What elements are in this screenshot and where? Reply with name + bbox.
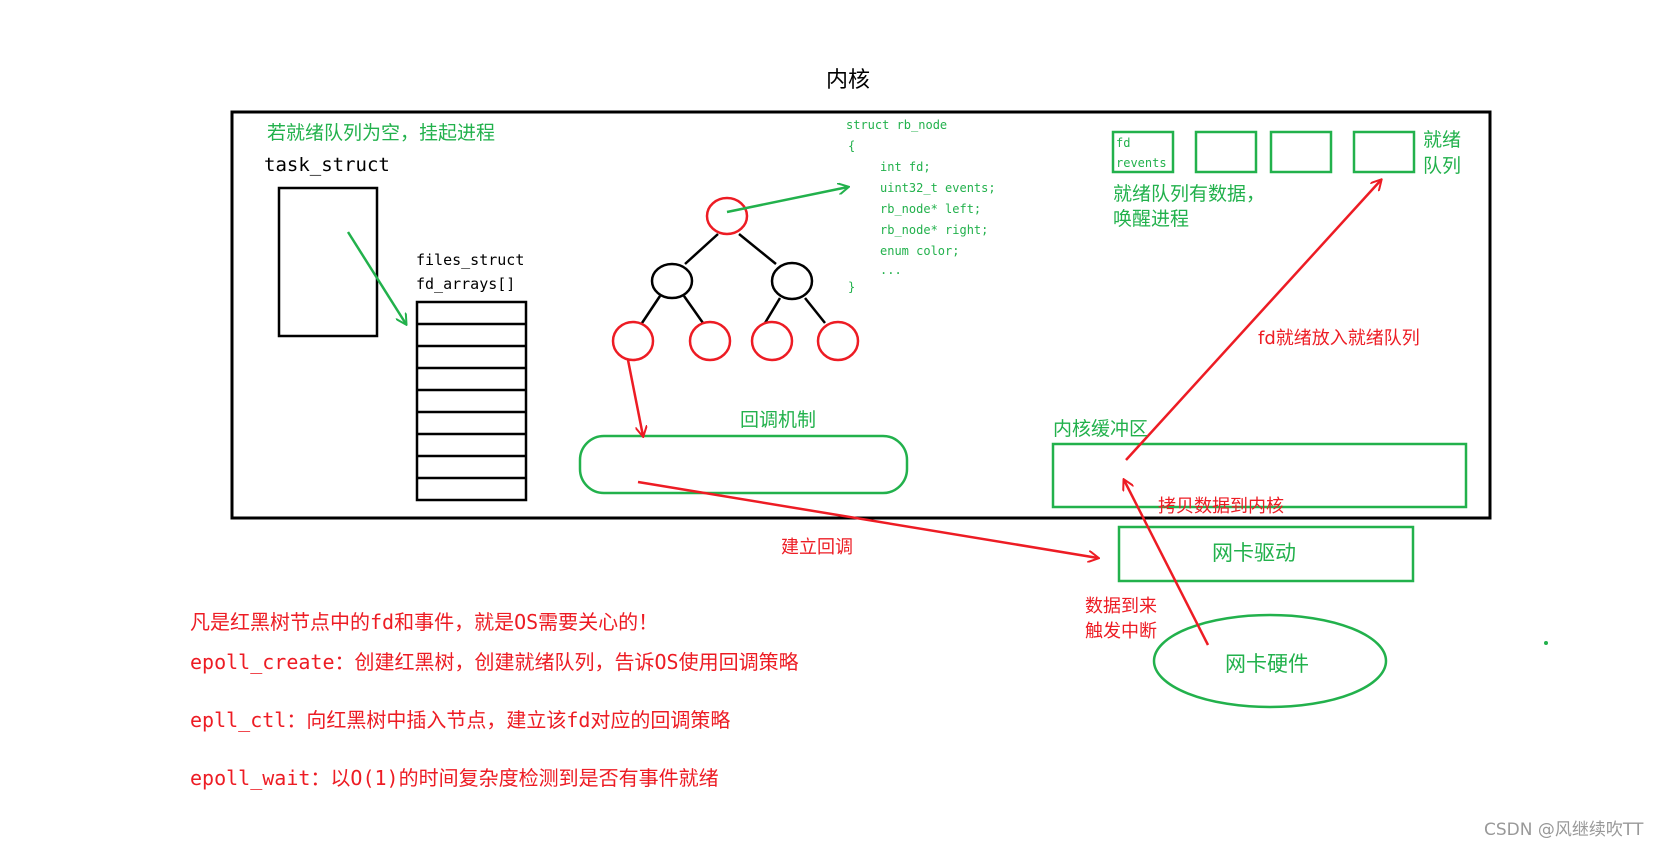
- nic-driver-box: [1117, 525, 1415, 583]
- code-line: uint32_t events;: [880, 181, 996, 195]
- build-callback-label: 建立回调: [781, 537, 853, 558]
- wake-note-line1: 就绪队列有数据，: [1113, 183, 1266, 205]
- ready-queue-cell: [1269, 130, 1333, 174]
- note-epoll-wait: epoll_wait：以O(1)的时间复杂度检测到是否有事件就绪: [190, 766, 719, 790]
- code-line: int fd;: [880, 160, 931, 174]
- rb-tree-node: [650, 262, 694, 300]
- fd-ready-label: fd就绪放入就绪队列: [1258, 328, 1420, 349]
- rb-tree-leaf-node: [611, 320, 655, 362]
- nic-hardware-label: 网卡硬件: [1225, 652, 1309, 676]
- task-struct-label: task_struct: [264, 154, 390, 176]
- ready-queue-cell: [1111, 130, 1175, 174]
- callback-mechanism-shape: [578, 434, 909, 495]
- data-arrive-line2: 触发中断: [1085, 621, 1157, 642]
- leaf-to-callback-arrow: [626, 359, 643, 436]
- ready-queue-label-line1: 就绪: [1423, 129, 1462, 151]
- suspend-note: 若就绪队列为空，挂起进程: [267, 122, 496, 144]
- rb-tree-root-node: [705, 196, 749, 236]
- node-to-struct-arrow: [726, 187, 848, 214]
- kernel-buffer-label: 内核缓冲区: [1053, 418, 1149, 440]
- ready-queue-revents-label: revents: [1116, 156, 1167, 170]
- callback-mechanism-label: 回调机制: [740, 409, 817, 431]
- fd-array-table: [415, 300, 528, 502]
- files-struct-label: files_struct: [416, 251, 525, 269]
- rb-tree-edges: [640, 233, 826, 324]
- note-epoll-create: epoll_create：创建红黑树，创建就绪队列，告诉OS使用回调策略: [190, 650, 799, 674]
- code-line: struct rb_node: [846, 118, 948, 132]
- rb-tree-leaf-node: [688, 320, 732, 362]
- task-to-files-arrow: [346, 231, 406, 324]
- rb-tree-leaf-node: [750, 320, 794, 362]
- rb-tree-leaf-node: [816, 320, 860, 362]
- copy-to-kernel-label: 拷贝数据到内核: [1158, 496, 1284, 517]
- buffer-to-ready-queue-arrow: [1125, 180, 1381, 461]
- rb-tree-node: [770, 261, 814, 301]
- note-rb-tree: 凡是红黑树节点中的fd和事件，就是OS需要关心的！: [190, 610, 659, 634]
- code-line: rb_node* right;: [880, 223, 989, 237]
- kernel-title: 内核: [826, 68, 871, 93]
- stray-dot: [1544, 641, 1548, 645]
- ready-queue-cell: [1352, 130, 1416, 174]
- code-line: {: [848, 139, 856, 153]
- note-epoll-ctl: epll_ctl：向红黑树中插入节点，建立该fd对应的回调策略: [190, 708, 731, 732]
- build-callback-arrow: [637, 480, 1098, 558]
- task-struct-box: [277, 186, 379, 338]
- hardware-to-buffer-arrow: [1124, 480, 1210, 646]
- code-line: enum color;: [880, 244, 960, 258]
- fd-arrays-label: fd_arrays[]: [416, 275, 516, 293]
- ready-queue-label-line2: 队列: [1423, 155, 1462, 177]
- data-arrive-line1: 数据到来: [1085, 596, 1157, 617]
- watermark: CSDN @风继续吹TT: [1484, 820, 1644, 840]
- nic-hardware-ellipse: [1152, 613, 1388, 709]
- code-line: rb_node* left;: [880, 202, 982, 216]
- ready-queue-cell: [1194, 130, 1258, 174]
- code-line: }: [848, 280, 856, 294]
- wake-note-line2: 唤醒进程: [1113, 208, 1190, 230]
- nic-driver-label: 网卡驱动: [1212, 541, 1296, 565]
- kernel-buffer-box: [1051, 442, 1468, 509]
- ready-queue-fd-label: fd: [1116, 136, 1131, 150]
- code-line: ...: [880, 263, 902, 277]
